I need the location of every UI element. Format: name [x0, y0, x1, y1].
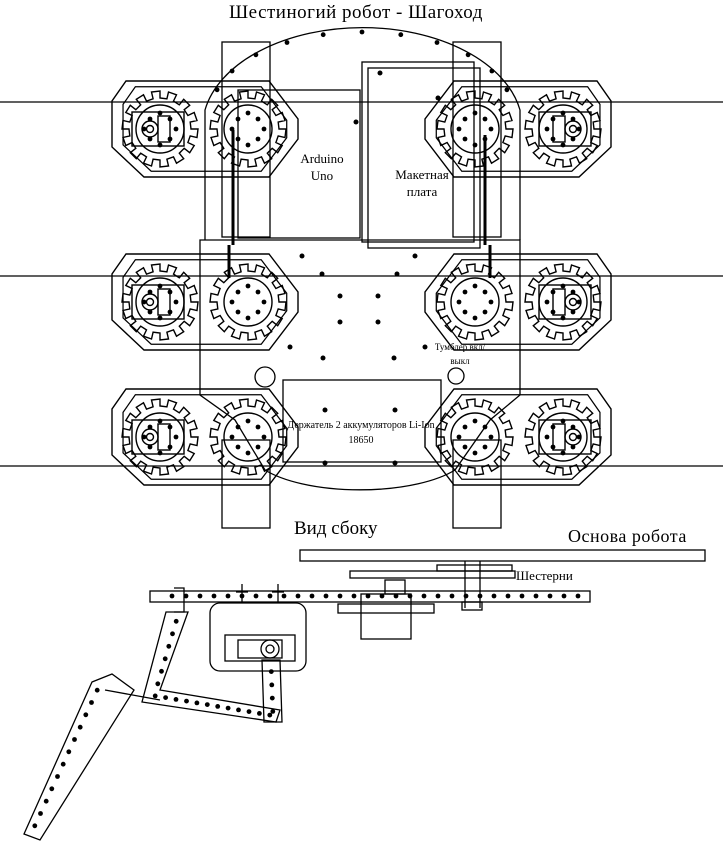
- gear: [121, 263, 199, 341]
- side-view-label: Вид сбоку: [294, 518, 378, 539]
- top-plate: [204, 27, 521, 240]
- arduino-label: Arduino Uno: [300, 151, 344, 183]
- side-view-holes: [32, 593, 581, 829]
- breadboard-label: Макетная плата: [395, 167, 449, 199]
- arduino-board: [237, 89, 361, 239]
- gear: [209, 263, 287, 341]
- gear-hub: [450, 412, 500, 462]
- leg-frame: [424, 253, 612, 351]
- gear: [524, 398, 602, 476]
- leg-1: [111, 80, 299, 178]
- servo-mount-top-left: [221, 41, 271, 238]
- gear: [209, 90, 287, 168]
- leg-3: [111, 253, 299, 351]
- breadboard-shadow: [367, 67, 481, 249]
- gear: [436, 398, 514, 476]
- servo-body: [131, 419, 185, 455]
- gear: [524, 90, 602, 168]
- leg-4: [424, 253, 612, 351]
- gear: [121, 90, 199, 168]
- breadboard: [361, 61, 475, 243]
- side-gear-plate: [349, 570, 516, 579]
- leg-frame: [111, 253, 299, 351]
- leg-frame: [424, 388, 612, 486]
- leg-frame: [111, 388, 299, 486]
- gear: [436, 263, 514, 341]
- leg-5: [111, 388, 299, 486]
- gears-label: Шестерни: [516, 568, 573, 583]
- gear: [121, 398, 199, 476]
- side-gear-plate-2: [436, 564, 513, 572]
- gear: [524, 263, 602, 341]
- battery-holder-label: Держатель 2 аккумуляторов Li-Ion 18650: [287, 420, 435, 446]
- gear-hub: [450, 104, 500, 154]
- gear: [436, 90, 514, 168]
- switch-hole-right: [447, 367, 465, 385]
- gear-hub: [450, 277, 500, 327]
- servo-body: [131, 284, 185, 320]
- gear-hub: [223, 277, 273, 327]
- side-servo-top: [384, 579, 406, 595]
- main-body-plate: [199, 239, 521, 491]
- base-label: Основа робота: [568, 526, 687, 546]
- body-holes: [287, 70, 441, 466]
- servo-body: [538, 419, 592, 455]
- switch-hole-left: [254, 366, 276, 388]
- side-servo-flange: [337, 603, 435, 614]
- switch-label: Тумблер вкл/выкл: [434, 342, 486, 366]
- side-servo-inner: [224, 634, 296, 662]
- leg-frame: [424, 80, 612, 178]
- servo-wiring: [227, 130, 492, 278]
- servo-body: [538, 284, 592, 320]
- gear-hub: [223, 104, 273, 154]
- leg-6: [424, 388, 612, 486]
- gear-hub: [223, 412, 273, 462]
- diagram-title: Шестиногий робот - Шагоход: [229, 2, 483, 23]
- side-leg-tibia: [23, 673, 135, 841]
- side-leg-connector: [261, 659, 283, 723]
- servo-body: [131, 111, 185, 147]
- side-base-plate: [299, 549, 706, 562]
- side-servo-box: [209, 602, 307, 672]
- leg-2: [424, 80, 612, 178]
- gear: [209, 398, 287, 476]
- side-body-plate: [149, 590, 591, 603]
- servo-body: [538, 111, 592, 147]
- side-view: [23, 549, 706, 841]
- leg-frame: [111, 80, 299, 178]
- side-servo: [360, 593, 412, 640]
- side-leg-femur: [141, 611, 281, 723]
